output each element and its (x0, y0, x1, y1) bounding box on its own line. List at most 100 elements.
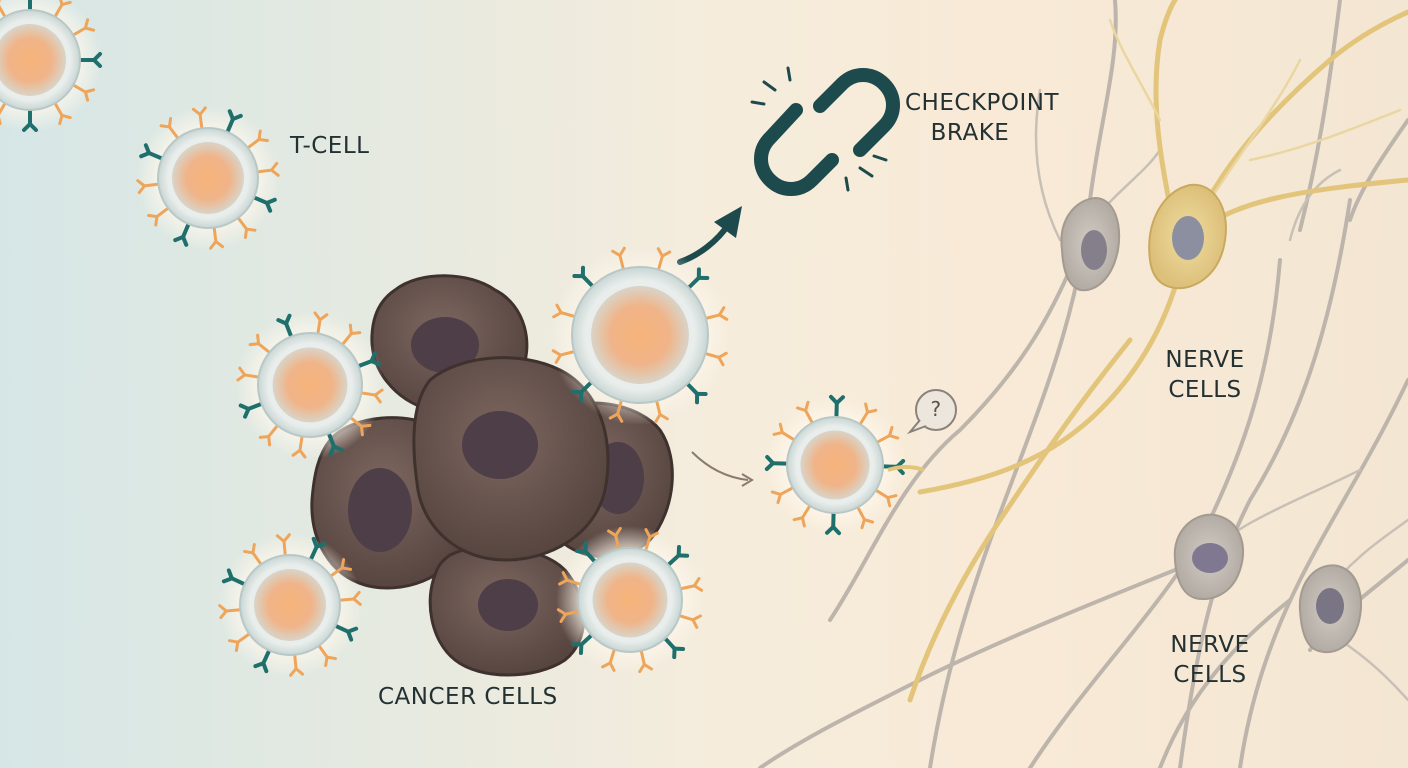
teal-receptor (308, 536, 327, 562)
nerve-lower-line2: CELLS (1173, 662, 1247, 688)
teal-receptor (333, 623, 359, 642)
t-cell-core (591, 286, 689, 384)
orange-receptor (275, 533, 291, 557)
orange-receptor (611, 246, 626, 271)
orange-receptor (289, 653, 305, 677)
teal-receptor (225, 109, 243, 134)
orange-receptor (856, 505, 875, 530)
orange-receptor (795, 400, 814, 425)
question-mark-label: ? (930, 397, 942, 421)
teal-receptor (570, 380, 594, 403)
teal-receptor (764, 455, 790, 472)
t-cell (218, 533, 362, 677)
orange-receptor (218, 604, 242, 620)
t-cell-core (172, 142, 244, 214)
t-cell (0, 0, 102, 132)
teal-receptor (221, 568, 247, 587)
orange-receptor (258, 424, 279, 447)
orange-receptor (858, 402, 878, 426)
orange-receptor (227, 632, 251, 652)
orange-receptor (71, 18, 96, 37)
orange-receptor (291, 434, 307, 459)
t-cell-core (254, 569, 326, 641)
orange-receptor (601, 648, 616, 672)
orange-receptor (329, 558, 353, 578)
checkpoint-brake-label: CHECKPOINT BRAKE (905, 88, 1060, 148)
nerve-upper-line1: NERVE (1165, 347, 1245, 373)
orange-receptor (349, 416, 372, 437)
teal-receptor (78, 52, 102, 68)
orange-receptor (656, 247, 672, 272)
orange-receptor (558, 571, 582, 586)
checkpoint-label-line1: CHECKPOINT (905, 90, 1060, 116)
teal-receptor (666, 544, 690, 567)
orange-receptor (552, 303, 577, 319)
t-cell (236, 311, 384, 459)
checkpoint-label-line2: BRAKE (930, 120, 1010, 146)
orange-receptor (256, 161, 280, 177)
t-cell (764, 394, 906, 536)
orange-receptor (147, 206, 170, 227)
teal-receptor (825, 510, 842, 536)
orange-receptor (644, 528, 659, 552)
orange-receptor (679, 577, 704, 592)
teal-receptor (574, 540, 597, 564)
teal-receptor (173, 222, 191, 247)
orange-receptor (53, 101, 72, 126)
orange-receptor (341, 323, 362, 346)
orange-receptor (191, 106, 207, 130)
t-cell-core (0, 24, 66, 96)
t-cell-core (272, 347, 348, 423)
t-cell-group (0, 0, 925, 677)
orange-receptor (246, 129, 269, 150)
teal-receptor (28, 0, 32, 12)
teal-receptor (238, 401, 264, 419)
teal-receptor (326, 431, 344, 457)
orange-receptor (0, 101, 7, 126)
orange-receptor (638, 649, 653, 674)
teal-receptor (570, 633, 594, 656)
orange-receptor (236, 216, 257, 239)
curved-arrow-icon (677, 206, 742, 265)
orange-receptor (678, 614, 702, 629)
teal-receptor (685, 381, 708, 405)
teal-receptor (276, 313, 294, 339)
t-cell (136, 106, 280, 250)
t-cell (550, 245, 730, 425)
orange-receptor (248, 333, 271, 354)
speech-bubble-icon (906, 389, 957, 435)
teal-receptor (22, 108, 38, 132)
broken-chain-icon (750, 66, 900, 196)
cancer-cells-label: CANCER CELLS (378, 684, 558, 710)
orange-receptor (608, 398, 624, 423)
orange-receptor (136, 179, 160, 195)
orange-receptor (875, 425, 900, 444)
orange-receptor (556, 608, 581, 623)
teal-receptor (139, 143, 164, 161)
orange-receptor (71, 83, 96, 102)
orange-receptor (53, 0, 72, 19)
orange-receptor (654, 399, 669, 424)
orange-receptor (703, 351, 728, 367)
teal-receptor (572, 265, 595, 289)
orange-receptor (607, 526, 622, 551)
t-cell-core (800, 430, 870, 500)
nerve-cells-label-upper: NERVE CELLS (1150, 345, 1260, 405)
teal-receptor (253, 648, 272, 674)
orange-receptor (338, 590, 362, 606)
orange-receptor (317, 644, 337, 668)
t-cell-label: T-CELL (290, 133, 370, 159)
orange-receptor (874, 488, 898, 508)
teal-receptor (356, 351, 382, 369)
teal-receptor (663, 636, 686, 660)
nerve-cells-label-lower: NERVE CELLS (1155, 630, 1265, 690)
orange-receptor (243, 542, 263, 566)
nerve-lower-line1: NERVE (1170, 632, 1250, 658)
nerve-upper-line2: CELLS (1168, 377, 1242, 403)
orange-receptor (313, 311, 329, 336)
orange-receptor (770, 486, 795, 505)
orange-receptor (236, 366, 261, 382)
orange-receptor (359, 388, 384, 404)
orange-receptor (551, 349, 576, 364)
teal-receptor (252, 195, 277, 213)
